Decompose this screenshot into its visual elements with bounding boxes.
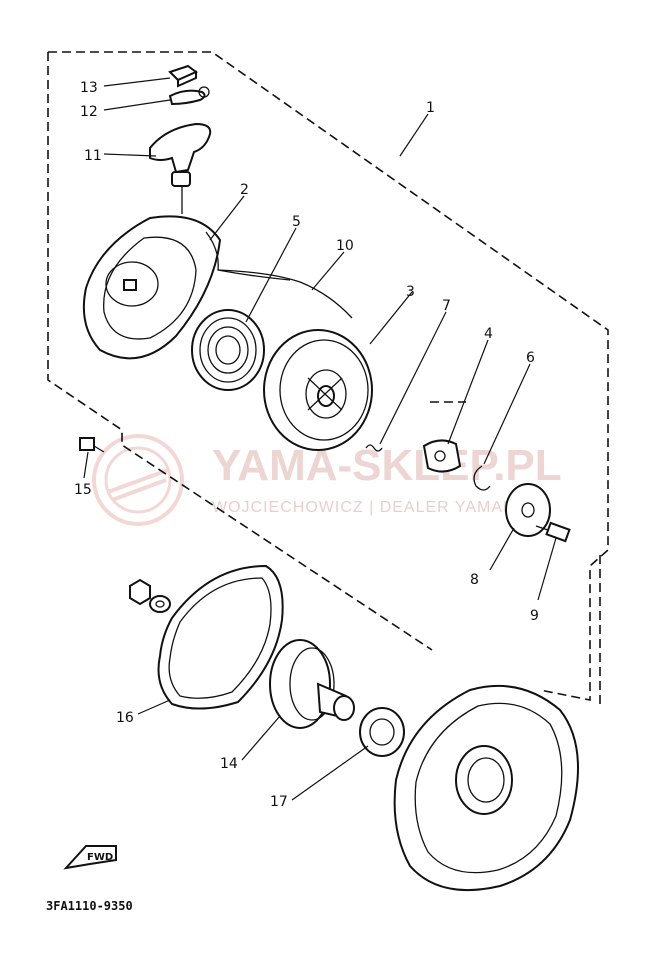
callout-17: 17	[270, 794, 288, 810]
part-15-bolt	[79, 437, 105, 453]
part-4-pawl	[422, 439, 462, 473]
callout-6: 6	[526, 350, 535, 366]
watermark-subtitle: WOJCIECHOWICZ | DEALER YAMAHA	[212, 499, 527, 516]
callout-16: 16	[116, 710, 134, 726]
fwd-label: FWD	[87, 852, 113, 863]
callout-7: 7	[442, 298, 451, 314]
part-10-rope	[217, 269, 353, 319]
part-5-spring	[191, 309, 265, 391]
callout-8: 8	[470, 572, 479, 588]
leader-lines	[83, 77, 557, 801]
part-11-handle	[149, 122, 212, 214]
part-7-spring	[365, 444, 383, 452]
part-13-cap	[168, 64, 198, 88]
callout-11: 11	[84, 148, 102, 164]
callout-5: 5	[292, 214, 301, 230]
diagram-code: 3FA1110-9350	[46, 899, 133, 913]
watermark-logo	[92, 434, 184, 526]
part-8-plate	[505, 483, 551, 537]
callout-9: 9	[530, 608, 539, 624]
callout-2: 2	[240, 182, 249, 198]
part-12-clip	[168, 86, 210, 106]
part-6-clip	[473, 465, 491, 491]
callout-3: 3	[406, 284, 415, 300]
watermark-title: YAMA-SKLEP.PL	[212, 441, 562, 490]
callout-1: 1	[426, 100, 435, 116]
callout-10: 10	[336, 238, 354, 254]
part-3-pulley	[263, 329, 373, 451]
watermark: YAMA-SKLEP.PL WOJCIECHOWICZ | DEALER YAM…	[92, 434, 562, 526]
part-9-bolt	[535, 521, 571, 543]
part-17-bearing	[359, 707, 405, 757]
part-2-housing	[82, 215, 291, 360]
callout-13: 13	[80, 80, 98, 96]
crankcase-cover	[393, 684, 579, 892]
part-16-gasket-inner	[168, 577, 272, 699]
fwd-arrow: FWD	[63, 845, 117, 870]
callout-4: 4	[484, 326, 493, 342]
part-14-drive	[269, 639, 355, 729]
callout-12: 12	[80, 104, 98, 120]
part-16-gasket	[157, 564, 284, 710]
callout-14: 14	[220, 756, 238, 772]
nut-and-washer	[129, 578, 171, 613]
callout-15: 15	[74, 482, 92, 498]
assembly-boundary	[47, 51, 609, 706]
callouts: 13 12 11 2 5 10 3 1 7 4 6 8 9 15 16 14 1…	[74, 80, 539, 810]
